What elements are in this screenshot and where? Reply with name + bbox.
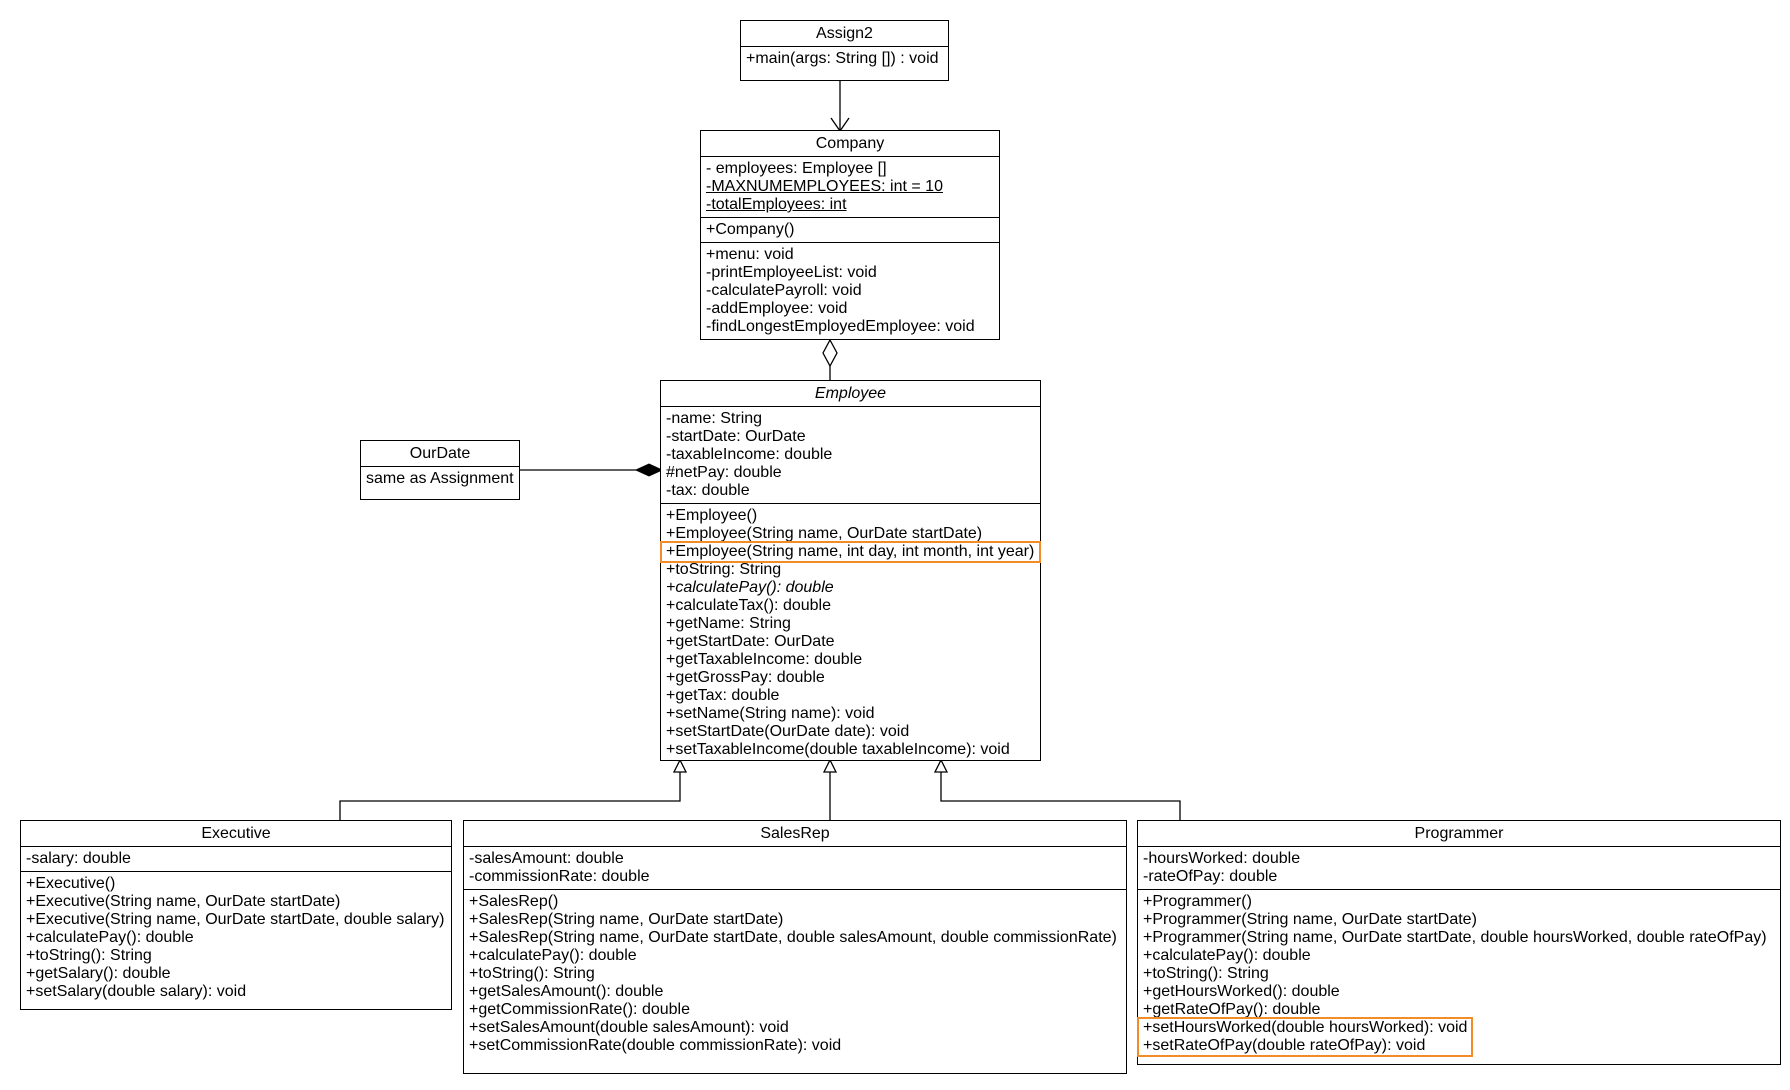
operation: +getRateOfPay(): double [1143,1001,1321,1018]
operation: +calculateTax(): double [666,597,831,614]
class-name: Assign2 [741,21,948,47]
operation: +setTaxableIncome(double taxableIncome):… [666,741,1010,758]
class-employee: Employee -name: String -startDate: OurDa… [660,380,1041,761]
operations-compartment: +main(args: String []) : void [741,47,948,71]
operation: +SalesRep(String name, OurDate startDate… [469,929,1117,946]
operation: +getTax: double [666,687,780,704]
operation: +calculatePay(): double [1143,947,1311,964]
operation: +Programmer(String name, OurDate startDa… [1143,929,1767,946]
operation: -findLongestEmployedEmployee: void [706,318,975,335]
operations-compartment: +SalesRep() +SalesRep(String name, OurDa… [464,890,1126,1058]
highlighted-operation: +setHoursWorked(double hoursWorked): voi… [1143,1019,1468,1036]
class-assign2: Assign2 +main(args: String []) : void [740,20,949,81]
constructors-compartment: +Company() [701,218,999,243]
attribute: -rateOfPay: double [1143,868,1278,885]
operation: +Programmer() [1143,893,1252,910]
operation: +SalesRep(String name, OurDate startDate… [469,911,784,928]
programmer-generalization [933,758,1181,820]
attributes-compartment: - employees: Employee [] -MAXNUMEMPLOYEE… [701,157,999,218]
operation: +toString(): String [1143,965,1269,982]
operation: +getSalary(): double [26,965,171,982]
class-name-abstract: Employee [661,381,1040,407]
assign2-company-association [830,81,850,133]
static-attribute: -totalEmployees: int [706,196,847,213]
attributes-compartment: -salesAmount: double -commissionRate: do… [464,847,1126,890]
operation: +getTaxableIncome: double [666,651,863,668]
highlighted-operation: +Employee(String name, int day, int mont… [660,541,1041,563]
attribute: - employees: Employee [] [706,160,887,177]
attribute: -commissionRate: double [469,868,650,885]
executive-generalization [339,758,688,820]
operation: -calculatePayroll: void [706,282,862,299]
operation: +setStartDate(OurDate date): void [666,723,910,740]
operation: +calculatePay(): double [469,947,637,964]
operation: +getName: String [666,615,791,632]
class-name: Programmer [1138,821,1780,847]
attribute: -salesAmount: double [469,850,624,867]
operation: +main(args: String []) : void [746,50,939,67]
operation: +getSalesAmount(): double [469,983,664,1000]
operation: +Programmer(String name, OurDate startDa… [1143,911,1477,928]
ourdate-employee-composition [520,463,664,477]
attributes-compartment: -hoursWorked: double -rateOfPay: double [1138,847,1780,890]
operation: +toString: String [666,561,782,578]
operations-compartment: +Programmer() +Programmer(String name, O… [1136,890,1780,1058]
body-compartment: same as Assignment [361,467,519,491]
operation: -addEmployee: void [706,300,848,317]
operation: +SalesRep() [469,893,559,910]
operation: +setSalary(double salary): void [26,983,247,1000]
operations-compartment: +Executive() +Executive(String name, Our… [21,872,451,1004]
class-company: Company - employees: Employee [] -MAXNUM… [700,130,1000,340]
operations-compartment: +menu: void -printEmployeeList: void -ca… [701,243,999,339]
attribute: -salary: double [26,850,131,867]
class-name: Company [701,131,999,157]
attribute: -name: String [666,410,763,427]
operation: +Executive(String name, OurDate startDat… [26,911,445,928]
operation: +toString(): String [469,965,595,982]
class-salesrep: SalesRep -salesAmount: double -commissio… [463,820,1127,1074]
operation: +Executive() [26,875,116,892]
class-programmer: Programmer -hoursWorked: double -rateOfP… [1136,820,1781,1065]
operation: +Employee() [666,507,758,524]
class-name: Executive [21,821,451,847]
operation: +setSalesAmount(double salesAmount): voi… [469,1019,789,1036]
operation: +setCommissionRate(double commissionRate… [469,1037,842,1054]
abstract-operation: +calculatePay(): double [666,579,834,596]
class-ourdate: OurDate same as Assignment [360,440,520,500]
operation: +Employee(String name, OurDate startDate… [666,525,983,542]
constructor: +Company() [706,221,795,238]
attribute: -taxableIncome: double [666,446,833,463]
attributes-compartment: -salary: double [21,847,451,872]
operation: +Executive(String name, OurDate startDat… [26,893,341,910]
salesrep-generalization [822,758,838,820]
static-attribute: -MAXNUMEMPLOYEES: int = 10 [706,178,943,195]
attribute: #netPay: double [666,464,782,481]
class-name: SalesRep [464,821,1126,847]
operation: -printEmployeeList: void [706,264,877,281]
class-executive: Executive -salary: double +Executive() +… [20,820,452,1010]
operation: +setName(String name): void [666,705,875,722]
attribute: -hoursWorked: double [1143,850,1301,867]
class-name: OurDate [361,441,519,467]
operation: +toString(): String [26,947,152,964]
operation: +menu: void [706,246,794,263]
class-note: same as Assignment [366,470,514,487]
highlighted-operation: +setRateOfPay(double rateOfPay): void [1143,1037,1426,1054]
operation: +getHoursWorked(): double [1143,983,1340,1000]
operation: +getStartDate: OurDate [666,633,835,650]
operation: +getCommissionRate(): double [469,1001,690,1018]
attribute: -tax: double [666,482,750,499]
attribute: -startDate: OurDate [666,428,806,445]
company-employee-aggregation [822,338,838,380]
operation: +calculatePay(): double [26,929,194,946]
operation: +getGrossPay: double [666,669,825,686]
highlighted-setter-group: +setHoursWorked(double hoursWorked): voi… [1136,1017,1474,1057]
operations-compartment: +Employee() +Employee(String name, OurDa… [660,504,1041,762]
attributes-compartment: -name: String -startDate: OurDate -taxab… [661,407,1040,504]
